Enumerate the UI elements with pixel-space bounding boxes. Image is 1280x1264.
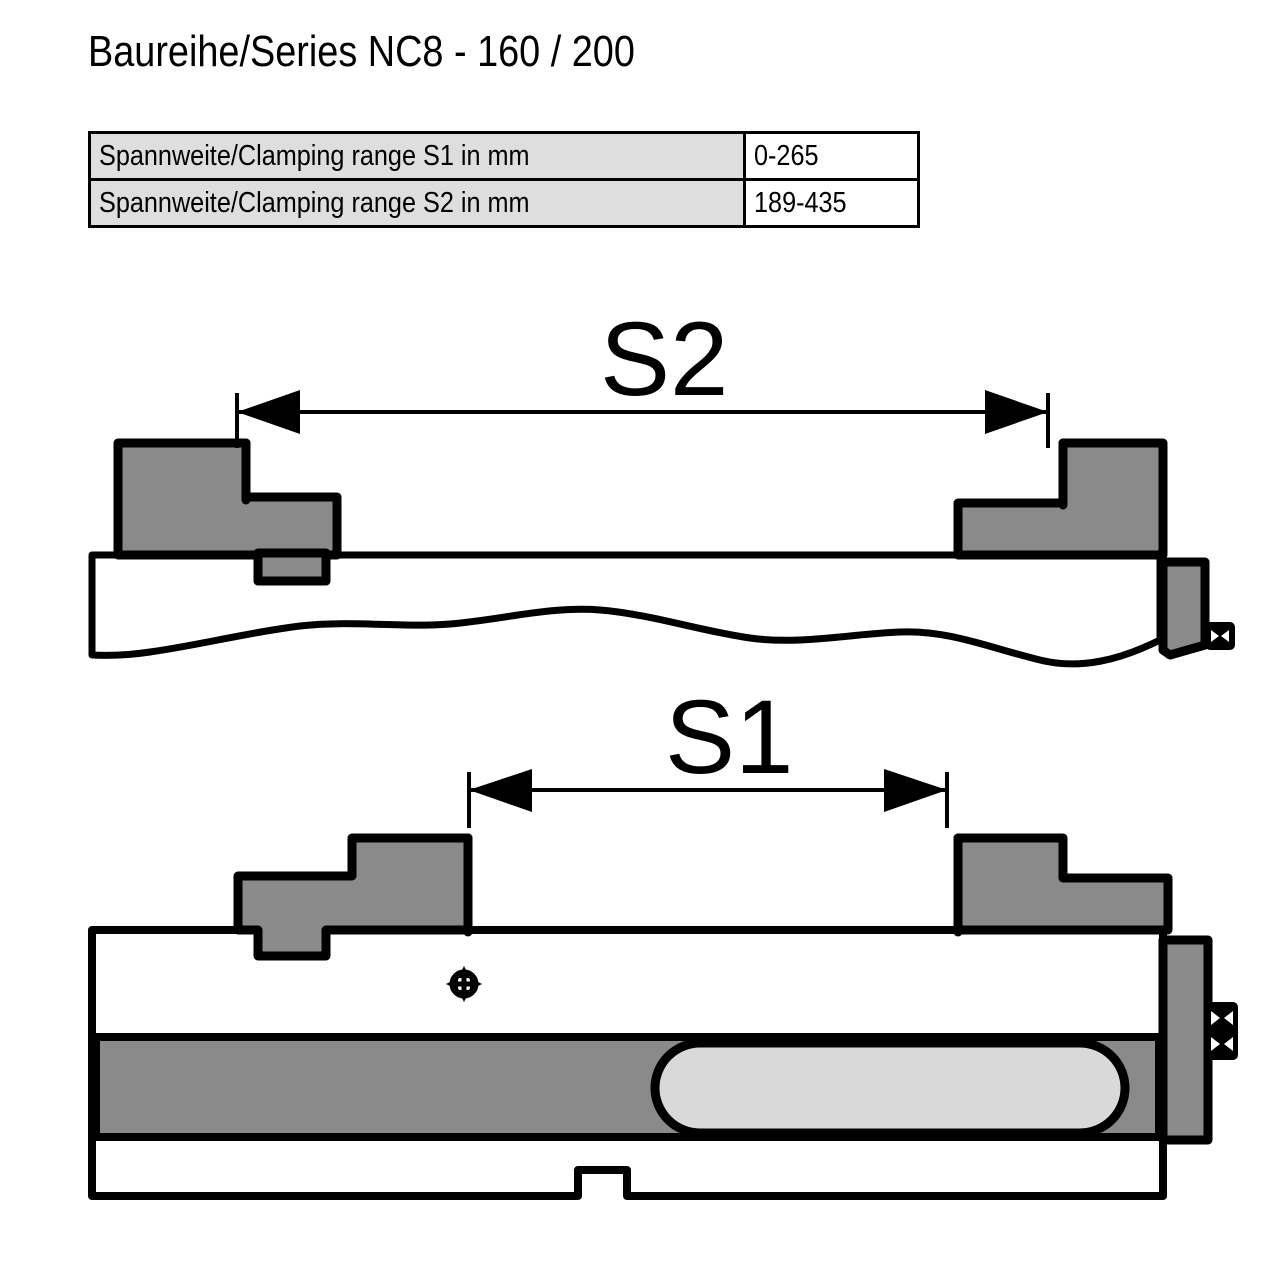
upper-right-side-block [1158, 557, 1210, 660]
dimension-s2-label: S2 [600, 301, 728, 418]
table-row: Spannweite/Clamping range S1 in mm 0-265 [88, 131, 920, 181]
lower-right-jaw [953, 833, 1173, 935]
dimension-s2-arrow-left [237, 390, 300, 434]
dimension-s2-arrow-right [985, 390, 1048, 434]
spec-label-s1: Spannweite/Clamping range S1 in mm [88, 131, 746, 181]
specification-table: Spannweite/Clamping range S1 in mm 0-265… [88, 131, 920, 228]
page-title: Baureihe/Series NC8 - 160 / 200 [88, 27, 635, 76]
datum-crosshair-icon [446, 966, 482, 1002]
spec-label-s2-text: Spannweite/Clamping range S2 in mm [99, 186, 530, 219]
lower-right-side-block [1158, 935, 1213, 1145]
dimension-s1-label: S1 [665, 679, 793, 796]
dimension-s1: S1 [467, 679, 949, 828]
lower-hex-socket [1206, 1002, 1238, 1060]
upper-hex-socket [1205, 622, 1235, 650]
upper-left-jaw-tab [253, 548, 331, 586]
upper-section-view: S2 [88, 301, 1235, 668]
dimension-s1-arrow-left [469, 769, 532, 812]
spec-value-s1-text: 0-265 [754, 139, 819, 172]
table-row: Spannweite/Clamping range S2 in mm 189-4… [88, 178, 920, 228]
lower-slot [650, 1038, 1130, 1138]
upper-body-outline [88, 551, 1164, 668]
dimension-s2: S2 [235, 301, 1050, 448]
spec-value-s1: 0-265 [743, 131, 920, 181]
lower-section-view: S1 [88, 679, 1238, 1200]
spec-label-s2: Spannweite/Clamping range S2 in mm [88, 178, 746, 228]
spec-value-s2-text: 189-435 [754, 186, 847, 219]
dimension-s1-arrow-right [884, 769, 947, 812]
spec-value-s2: 189-435 [743, 178, 920, 228]
spec-label-s1-text: Spannweite/Clamping range S1 in mm [99, 139, 530, 172]
